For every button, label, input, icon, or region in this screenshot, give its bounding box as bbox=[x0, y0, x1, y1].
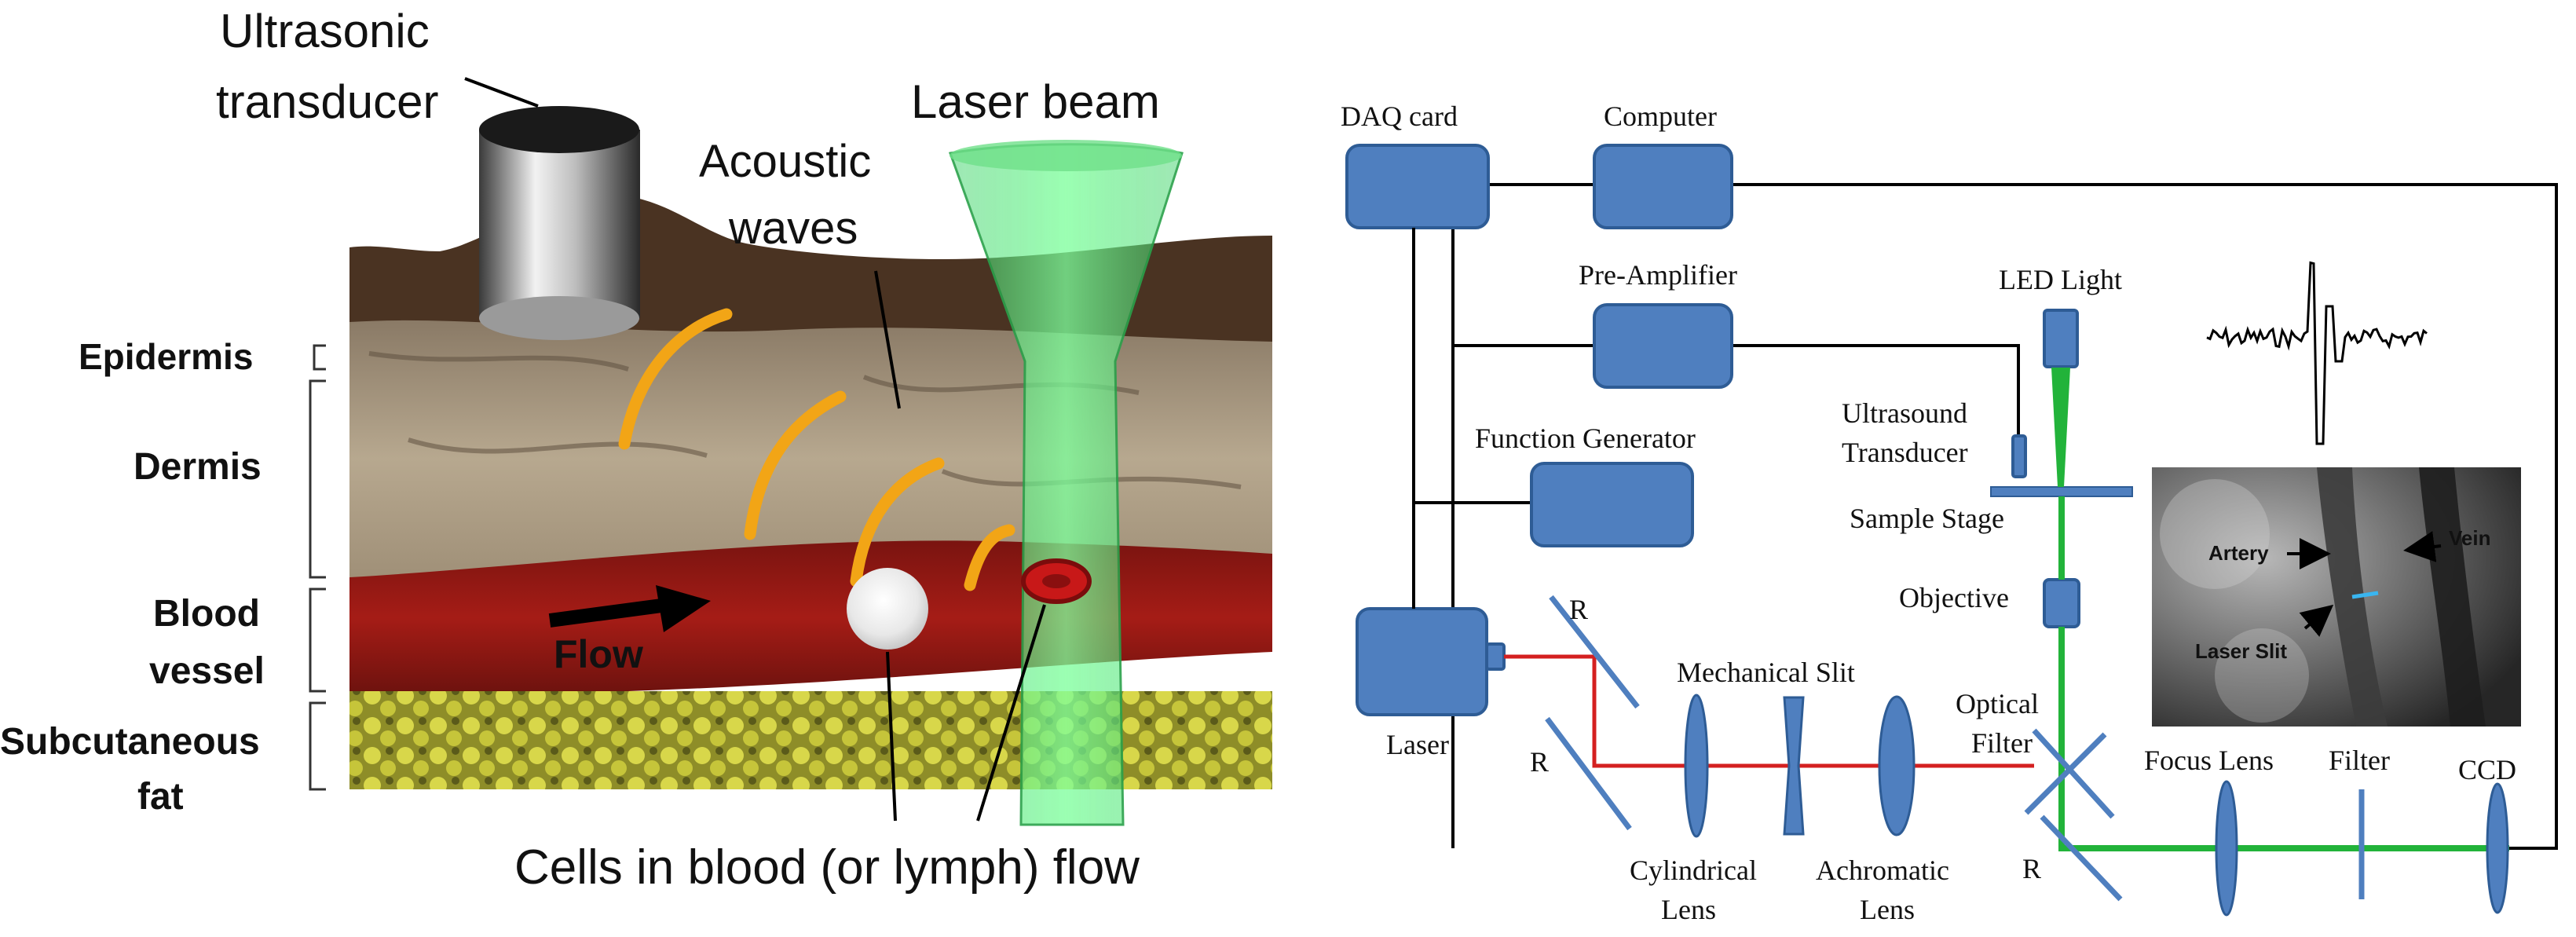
label-vessel: vessel bbox=[149, 650, 265, 692]
label-fat: fat bbox=[137, 776, 184, 818]
micrograph-label-artery: Artery bbox=[2208, 541, 2269, 565]
label-filter: Filter bbox=[2329, 745, 2390, 776]
vessel-micrograph: Artery Vein Laser Slit bbox=[2152, 467, 2521, 727]
ccd-camera bbox=[2486, 782, 2509, 914]
label-preamplifier: Pre-Amplifier bbox=[1579, 259, 1737, 291]
optical-filter bbox=[2024, 732, 2107, 815]
label-daq-card: DAQ card bbox=[1341, 101, 1458, 132]
mirror-r-bottom bbox=[2040, 814, 2123, 902]
label-subcutaneous: Subcutaneous bbox=[0, 721, 260, 763]
label-ultrasonic: Ultrasonic bbox=[220, 5, 430, 57]
led-light-box bbox=[2043, 309, 2079, 368]
circulating-cell bbox=[847, 568, 928, 650]
label-ccd: CCD bbox=[2458, 754, 2516, 785]
label-mechanical-slit: Mechanical Slit bbox=[1677, 657, 1855, 688]
flow-arrow bbox=[548, 585, 711, 632]
subcutaneous-fat-layer bbox=[349, 691, 1272, 789]
function-generator-box bbox=[1530, 462, 1694, 547]
label-focus-lens: Focus Lens bbox=[2144, 745, 2274, 776]
label-laser-beam: Laser beam bbox=[911, 75, 1160, 128]
laser-box bbox=[1356, 607, 1488, 716]
focus-lens bbox=[2215, 780, 2238, 917]
label-objective: Objective bbox=[1899, 582, 2009, 613]
label-dermis: Dermis bbox=[134, 446, 262, 488]
label-cylindrical: Cylindrical bbox=[1630, 855, 1757, 886]
laser-path bbox=[1504, 654, 2034, 768]
achromatic-lens bbox=[1878, 695, 1916, 836]
micrograph-label-laser-slit: Laser Slit bbox=[2195, 639, 2287, 663]
label-r-top: R bbox=[1569, 594, 1588, 625]
label-flow: Flow bbox=[554, 632, 643, 676]
objective-box bbox=[2043, 578, 2080, 628]
mirror-r-mid bbox=[1545, 716, 1632, 831]
label-computer: Computer bbox=[1604, 101, 1717, 132]
label-blood: Blood bbox=[153, 593, 260, 635]
preamplifier-box bbox=[1593, 303, 1733, 389]
label-acoustic: Acoustic bbox=[699, 136, 871, 187]
label-r-mid: R bbox=[1530, 746, 1549, 778]
label-ultrasound-transducer: Transducer bbox=[1842, 437, 1968, 468]
acoustic-waves bbox=[618, 308, 1015, 591]
label-function-generator: Function Generator bbox=[1475, 423, 1696, 454]
cylindrical-lens bbox=[1684, 694, 1709, 838]
photoacoustic-signal-trace bbox=[2206, 261, 2428, 445]
layer-brackets bbox=[309, 344, 326, 791]
label-r-bottom: R bbox=[2022, 853, 2041, 884]
label-epidermis: Epidermis bbox=[79, 336, 253, 377]
laser-slit-mark bbox=[2351, 591, 2379, 599]
ultrasonic-transducer-cylinder bbox=[479, 106, 640, 340]
pointer-lines bbox=[464, 77, 1046, 822]
label-sample-stage: Sample Stage bbox=[1850, 503, 2004, 534]
label-cylindrical-lens: Lens bbox=[1661, 894, 1716, 925]
illumination-beam bbox=[2051, 368, 2070, 487]
label-laser: Laser bbox=[1386, 729, 1449, 760]
label-cells: Cells in blood (or lymph) flow bbox=[514, 840, 1140, 895]
label-led-light: LED Light bbox=[1999, 264, 2122, 295]
label-ultrasound: Ultrasound bbox=[1842, 397, 1967, 429]
sample-stage bbox=[1990, 486, 2133, 497]
label-optical: Optical bbox=[1956, 688, 2039, 719]
label-optical-filter: Filter bbox=[1971, 727, 2033, 759]
mirror-r-optical-filter bbox=[2032, 728, 2115, 819]
label-achromatic: Achromatic bbox=[1816, 855, 1949, 886]
laser-nozzle bbox=[1485, 642, 1506, 671]
label-achromatic-lens: Lens bbox=[1860, 894, 1915, 925]
micrograph-label-vein: Vein bbox=[2449, 526, 2490, 550]
ultrasound-transducer-box bbox=[2011, 434, 2027, 478]
computer-box bbox=[1593, 144, 1733, 229]
daq-card-box bbox=[1345, 144, 1490, 229]
mirror-r-top bbox=[1549, 595, 1640, 709]
mechanical-slit bbox=[1783, 696, 1805, 836]
label-waves: waves bbox=[728, 203, 858, 254]
label-transducer: transducer bbox=[216, 75, 438, 128]
